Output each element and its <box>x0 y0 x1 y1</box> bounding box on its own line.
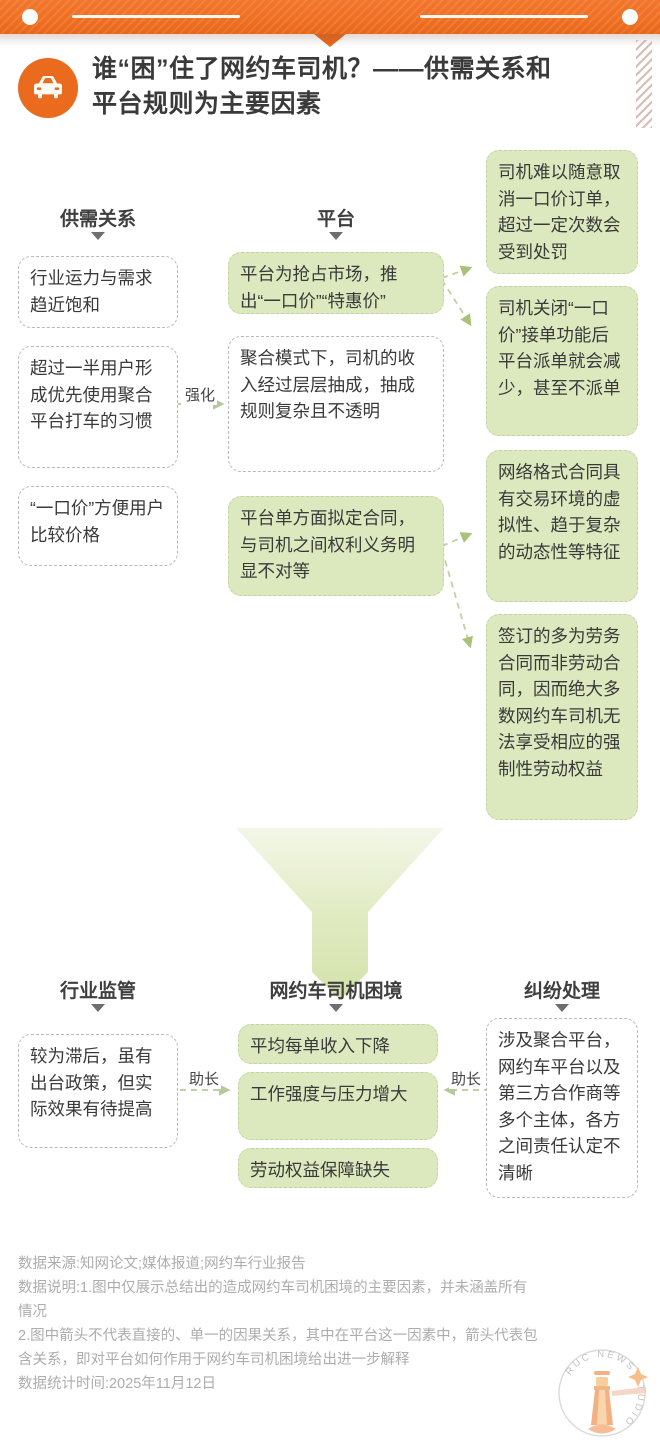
studio-logo-stamp: RUC NEWS STUDIO <box>550 1341 654 1445</box>
outcome-box-1[interactable]: 司机难以随意取消一口价订单，超过一定次数会受到处罚 <box>486 150 638 274</box>
column-label: 平台 <box>316 209 355 230</box>
caret-down-icon <box>329 232 343 240</box>
column-header-regulation: 行业监管 <box>18 976 178 1012</box>
footer-date: 数据统计时间:2025年11月12日 <box>18 1376 216 1392</box>
outcome-box-2[interactable]: 司机关闭“一口价”接单功能后平台派单就会减少，甚至不派单 <box>486 286 638 436</box>
title-row: 谁“困”住了网约车司机？——供需关系和平台规则为主要因素 <box>0 50 660 124</box>
box-text: 司机关闭“一口价”接单功能后平台派单就会减少，甚至不派单 <box>498 298 621 398</box>
outcome-box-4[interactable]: 签订的多为劳务合同而非劳动合同，因而绝大多数网约车司机无法享受相应的强制性劳动权… <box>486 614 638 820</box>
box-text: 聚合模式下，司机的收入经过层层抽成，抽成规则复杂且不透明 <box>240 348 415 421</box>
box-text: 签订的多为劳务合同而非劳动合同，因而绝大多数网约车司机无法享受相应的强制性劳动权… <box>498 626 621 779</box>
column-header-plight: 网约车司机困境 <box>228 976 444 1012</box>
platform-box-2[interactable]: 聚合模式下，司机的收入经过层层抽成，抽成规则复杂且不透明 <box>228 336 444 472</box>
footer-note-1: 数据说明:1.图中仅展示总结出的造成网约车司机困境的主要因素，并未涵盖所有情况 <box>18 1280 528 1320</box>
caret-down-icon <box>91 1004 105 1012</box>
box-text: 劳动权益保障缺失 <box>250 1160 390 1180</box>
box-text: 涉及聚合平台，网约车平台以及第三方合作商等多个主体，各方之间责任认定不清晰 <box>498 1030 621 1183</box>
column-label: 行业监管 <box>59 981 136 1002</box>
column-header-dispute: 纠纷处理 <box>486 976 638 1012</box>
regulation-box[interactable]: 较为滞后，虽有出台政策，但实际效果有待提高 <box>18 1034 178 1148</box>
column-label: 网约车司机困境 <box>269 981 403 1002</box>
footer-notes: 数据来源:知网论文;媒体报道;网约车行业报告 数据说明:1.图中仅展示总结出的造… <box>18 1252 538 1396</box>
box-text: 平台为抢占市场，推出“一口价”“特惠价” <box>240 264 398 311</box>
platform-box-1[interactable]: 平台为抢占市场，推出“一口价”“特惠价” <box>228 252 444 314</box>
supply-demand-box-3[interactable]: “一口价”方便用户比较价格 <box>18 486 178 566</box>
diagram-canvas: 供需关系 平台 行业运力与需求趋近饱和 超过一半用户形成优先使用聚合平台打车的习… <box>0 128 660 1238</box>
box-text: “一口价”方便用户比较价格 <box>30 498 165 545</box>
car-icon <box>18 58 78 118</box>
caret-down-icon <box>329 1004 343 1012</box>
column-label: 供需关系 <box>59 209 136 230</box>
column-label: 纠纷处理 <box>523 981 600 1002</box>
box-text: 超过一半用户形成优先使用聚合平台打车的习惯 <box>30 358 153 431</box>
footer-note-2: 2.图中箭头不代表直接的、单一的因果关系，其中在平台这一因素中，箭头代表包含关系… <box>18 1328 538 1368</box>
supply-demand-box-2[interactable]: 超过一半用户形成优先使用聚合平台打车的习惯 <box>18 346 178 468</box>
bar-shadow <box>0 34 660 46</box>
bar-dot-left <box>22 9 38 25</box>
box-text: 行业运力与需求趋近饱和 <box>30 268 153 315</box>
page-title: 谁“困”住了网约车司机？——供需关系和平台规则为主要因素 <box>92 55 552 118</box>
box-text: 司机难以随意取消一口价订单，超过一定次数会受到处罚 <box>498 162 621 262</box>
plight-box-2[interactable]: 工作强度与压力增大 <box>238 1072 438 1140</box>
edge-label-promote-right: 助长 <box>449 1068 484 1089</box>
outcome-box-3[interactable]: 网络格式合同具有交易环境的虚拟性、趋于复杂的动态性等特征 <box>486 450 638 602</box>
edge-label-promote-left: 助长 <box>187 1068 222 1089</box>
box-text: 平均每单收入下降 <box>250 1036 390 1056</box>
bar-line-left <box>72 15 240 18</box>
caret-down-icon <box>91 232 105 240</box>
plight-box-3[interactable]: 劳动权益保障缺失 <box>238 1148 438 1188</box>
box-text: 网络格式合同具有交易环境的虚拟性、趋于复杂的动态性等特征 <box>498 462 621 562</box>
top-decorative-bar <box>0 0 660 34</box>
dispute-box[interactable]: 涉及聚合平台，网约车平台以及第三方合作商等多个主体，各方之间责任认定不清晰 <box>486 1018 638 1198</box>
box-text: 工作强度与压力增大 <box>250 1084 408 1104</box>
platform-box-3[interactable]: 平台单方面拟定合同，与司机之间权利义务明显不对等 <box>228 496 444 596</box>
column-header-supply-demand: 供需关系 <box>18 204 178 240</box>
bar-notch <box>314 34 346 47</box>
plight-box-1[interactable]: 平均每单收入下降 <box>238 1024 438 1064</box>
column-header-platform: 平台 <box>228 204 444 240</box>
box-text: 较为滞后，虽有出台政策，但实际效果有待提高 <box>30 1046 153 1119</box>
supply-demand-box-1[interactable]: 行业运力与需求趋近饱和 <box>18 256 178 328</box>
edge-label-strengthen: 强化 <box>183 384 218 405</box>
caret-down-icon <box>555 1004 569 1012</box>
side-hatch-decoration <box>636 40 652 128</box>
bar-line-right <box>420 15 588 18</box>
bar-dot-right <box>622 9 638 25</box>
box-text: 平台单方面拟定合同，与司机之间权利义务明显不对等 <box>240 508 415 581</box>
footer-source: 数据来源:知网论文;媒体报道;网约车行业报告 <box>18 1256 306 1272</box>
